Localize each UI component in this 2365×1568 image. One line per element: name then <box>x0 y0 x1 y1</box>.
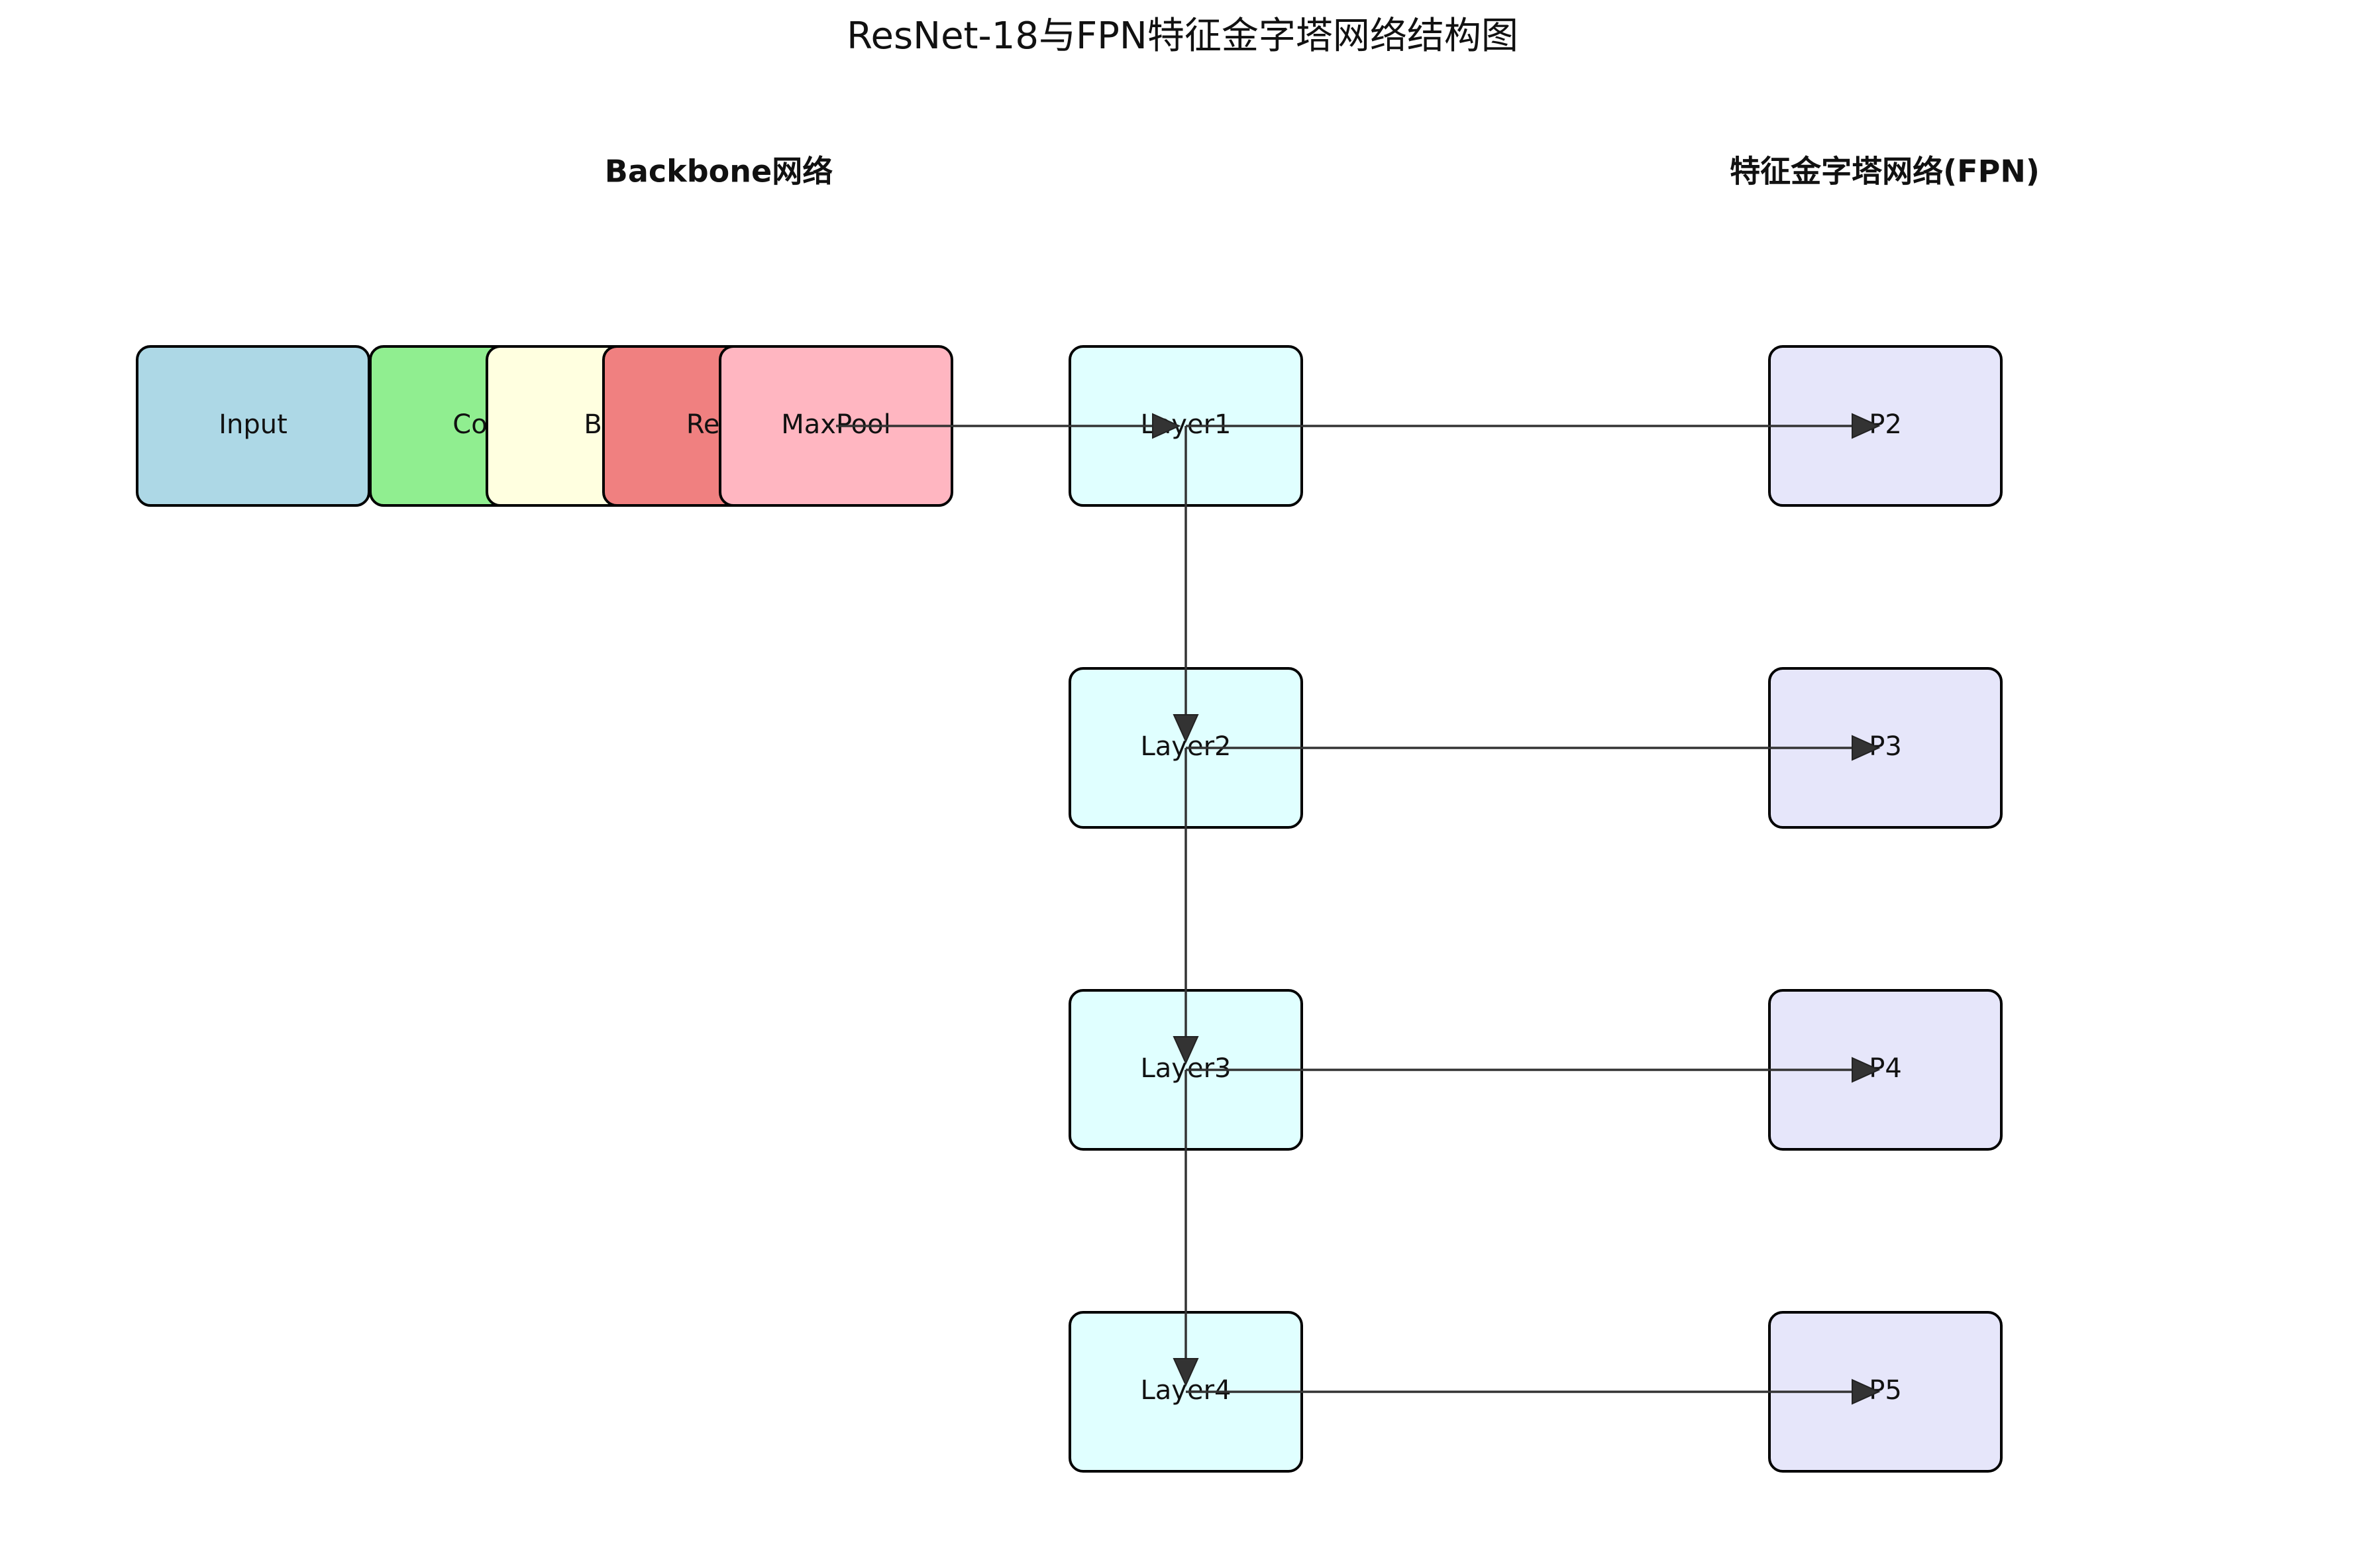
edge-maxpool-to-layer1 <box>836 413 1181 439</box>
edge-layer3-to-layer4 <box>1173 1070 1199 1387</box>
edge-layer3-to-p4 <box>1186 1057 1881 1083</box>
arrowhead-icon <box>1173 1358 1199 1387</box>
node-label-maxpool: MaxPool <box>781 409 890 440</box>
edge-layer4-to-p5 <box>1186 1379 1881 1405</box>
diagram-title: ResNet-18与FPN特征金字塔网络结构图 <box>847 15 1518 58</box>
section-label-backbone: Backbone网络 <box>605 154 833 189</box>
arrowhead-icon <box>1852 735 1881 761</box>
arrowhead-icon <box>1173 1036 1199 1065</box>
section-label-fpn: 特征金字塔网络(FPN) <box>1730 154 2040 189</box>
arrowhead-icon <box>1152 413 1181 439</box>
arrowhead-icon <box>1852 413 1881 439</box>
node-p3: P3 <box>1768 667 2003 829</box>
arrowhead-icon <box>1852 1379 1881 1405</box>
edge-layer1-to-layer2 <box>1173 426 1199 743</box>
arrowhead-icon <box>1173 714 1199 743</box>
edge-layer2-to-p3 <box>1186 735 1881 761</box>
node-label-input: Input <box>219 409 288 440</box>
edge-layer1-to-p2 <box>1186 413 1881 439</box>
node-input: Input <box>136 345 370 507</box>
edges-layer <box>836 413 1881 1405</box>
edge-layer2-to-layer3 <box>1173 748 1199 1065</box>
nodes-layer: InputConvBNReLUMaxPoolLayer1Layer2Layer3… <box>136 345 2003 1473</box>
node-p2: P2 <box>1768 345 2003 507</box>
arrowhead-icon <box>1852 1057 1881 1083</box>
